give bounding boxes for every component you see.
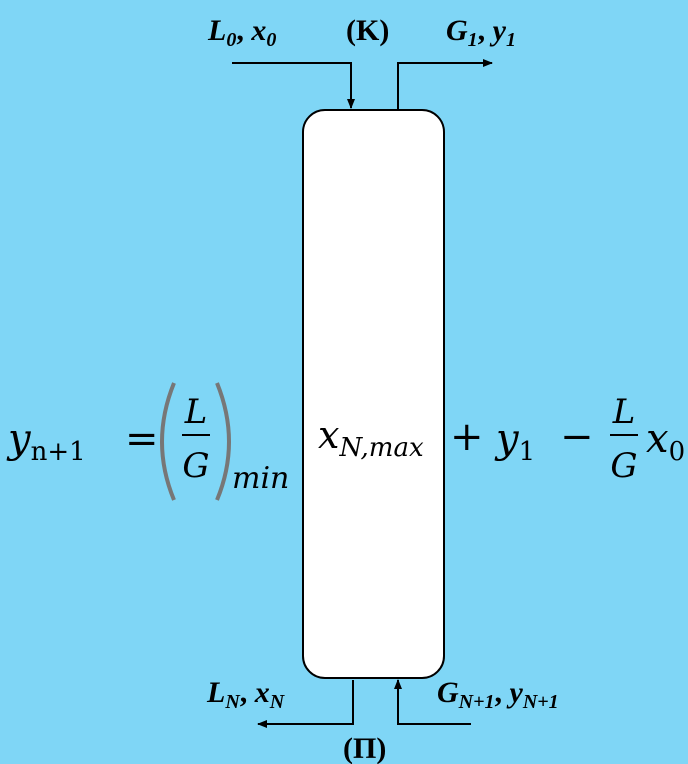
label-gas-out: G1, y1 — [446, 14, 516, 51]
eq-plus: + — [450, 414, 484, 460]
eq-lhs: yn+1 — [6, 416, 86, 467]
gas-outlet-arrow — [397, 59, 493, 110]
eq-frac2-den: G — [610, 446, 637, 486]
top-marker: (K) — [346, 14, 389, 47]
eq-frac2-num: L — [612, 392, 636, 432]
eq-y1: y1 — [494, 416, 535, 467]
eq-equals: = — [125, 416, 159, 462]
liquid-inlet-arrow — [232, 62, 355, 109]
eq-frac-den: G — [182, 446, 209, 486]
label-liquid-in: L0, x0 — [207, 14, 276, 51]
eq-right-paren — [215, 382, 231, 501]
eq-frac-num: L — [184, 392, 208, 432]
bottom-marker: (Π) — [343, 732, 386, 764]
label-liquid-out: LN, xN — [206, 676, 286, 713]
label-gas-in: GN+1, yN+1 — [437, 676, 559, 713]
eq-paren-sub: min — [232, 461, 289, 496]
gas-inlet-arrow — [394, 679, 471, 725]
liquid-outlet-arrow — [257, 680, 354, 728]
operating-line-equation: yn+1 = L G min xN,max + y1 − L G x0 — [6, 382, 685, 501]
column-body — [302, 109, 445, 679]
eq-column-var: xN,max — [318, 413, 424, 463]
eq-x0: x0 — [646, 416, 685, 467]
eq-minus: − — [560, 414, 594, 460]
eq-left-paren — [160, 382, 176, 501]
